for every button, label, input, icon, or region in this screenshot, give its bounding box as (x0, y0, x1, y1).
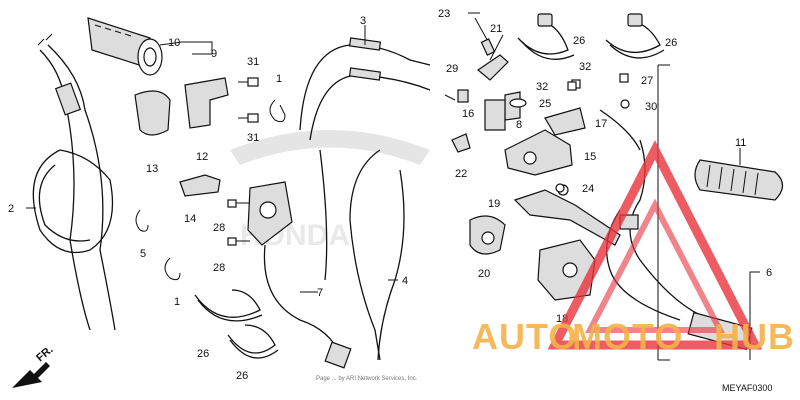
callout-21: 21 (490, 23, 502, 35)
bands-upper (517, 13, 665, 60)
callout-28b: 28 (213, 262, 225, 274)
callout-1b: 1 (174, 296, 180, 308)
watermark-text-moto: MOTO (572, 316, 683, 357)
front-direction-arrow: FR. (12, 344, 56, 388)
switch-20 (469, 215, 506, 255)
diagram-code: MEYAF0300 (722, 383, 772, 393)
left-grip (694, 159, 784, 201)
callout-30: 30 (645, 101, 657, 113)
callout-9: 9 (211, 48, 217, 60)
watermark-text-hub: HUB (714, 316, 795, 357)
watermark-text-auto: AUTO (472, 316, 577, 357)
callout-12: 12 (196, 151, 208, 163)
bolts-31 (238, 77, 259, 123)
callout-15: 15 (584, 151, 596, 163)
callout-20: 20 (478, 268, 490, 280)
callout-32b: 32 (579, 61, 591, 73)
clutch-lever (513, 184, 621, 246)
callout-19: 19 (488, 198, 500, 210)
bands-lower (194, 289, 279, 359)
callout-2: 2 (8, 203, 14, 215)
callout-31b: 31 (247, 132, 259, 144)
hot-start-lever (444, 17, 527, 153)
copyright-text: Page ... by ARI Network Services, Inc. (316, 376, 418, 382)
automotohub-watermark: AUTO MOTO HUB (472, 140, 795, 357)
throttle-cables (32, 33, 116, 331)
watermark-triangle (547, 140, 763, 350)
callout-10: 10 (168, 37, 180, 49)
callout-3: 3 (360, 15, 366, 27)
callout-29: 29 (446, 63, 458, 75)
bolts-28 (227, 199, 250, 246)
callout-14: 14 (184, 213, 196, 225)
callout-32a: 32 (536, 81, 548, 93)
cable-clips (135, 99, 286, 281)
callout-23: 23 (438, 8, 450, 20)
small-fasteners (555, 73, 630, 193)
callout-22: 22 (455, 168, 467, 180)
callout-11: 11 (735, 137, 746, 149)
callout-16: 16 (462, 108, 474, 120)
callout-numbers: 1 1 2 3 4 5 6 7 8 9 10 11 12 13 14 15 16… (8, 8, 772, 382)
callout-8: 8 (516, 119, 522, 131)
callout-13: 13 (146, 163, 158, 175)
callout-26a: 26 (573, 35, 585, 47)
callout-27: 27 (641, 75, 653, 87)
direction-label: FR. (34, 344, 55, 365)
callout-28a: 28 (213, 222, 225, 234)
callout-6: 6 (766, 267, 772, 279)
throttle-grip (87, 17, 163, 76)
callout-24: 24 (582, 183, 594, 195)
callout-1a: 1 (276, 73, 282, 85)
callout-17: 17 (595, 118, 607, 130)
callout-26d: 26 (236, 370, 248, 382)
callout-26b: 26 (665, 37, 677, 49)
callout-26c: 26 (197, 348, 209, 360)
callout-25: 25 (539, 98, 551, 110)
throttle-housing (134, 77, 229, 136)
engine-stop-switch (247, 181, 352, 369)
callout-4: 4 (402, 275, 408, 287)
callout-31a: 31 (247, 56, 259, 68)
clutch-cables (299, 37, 431, 361)
callout-5: 5 (140, 248, 146, 260)
guard-14 (179, 174, 221, 197)
callout-7: 7 (317, 287, 323, 299)
